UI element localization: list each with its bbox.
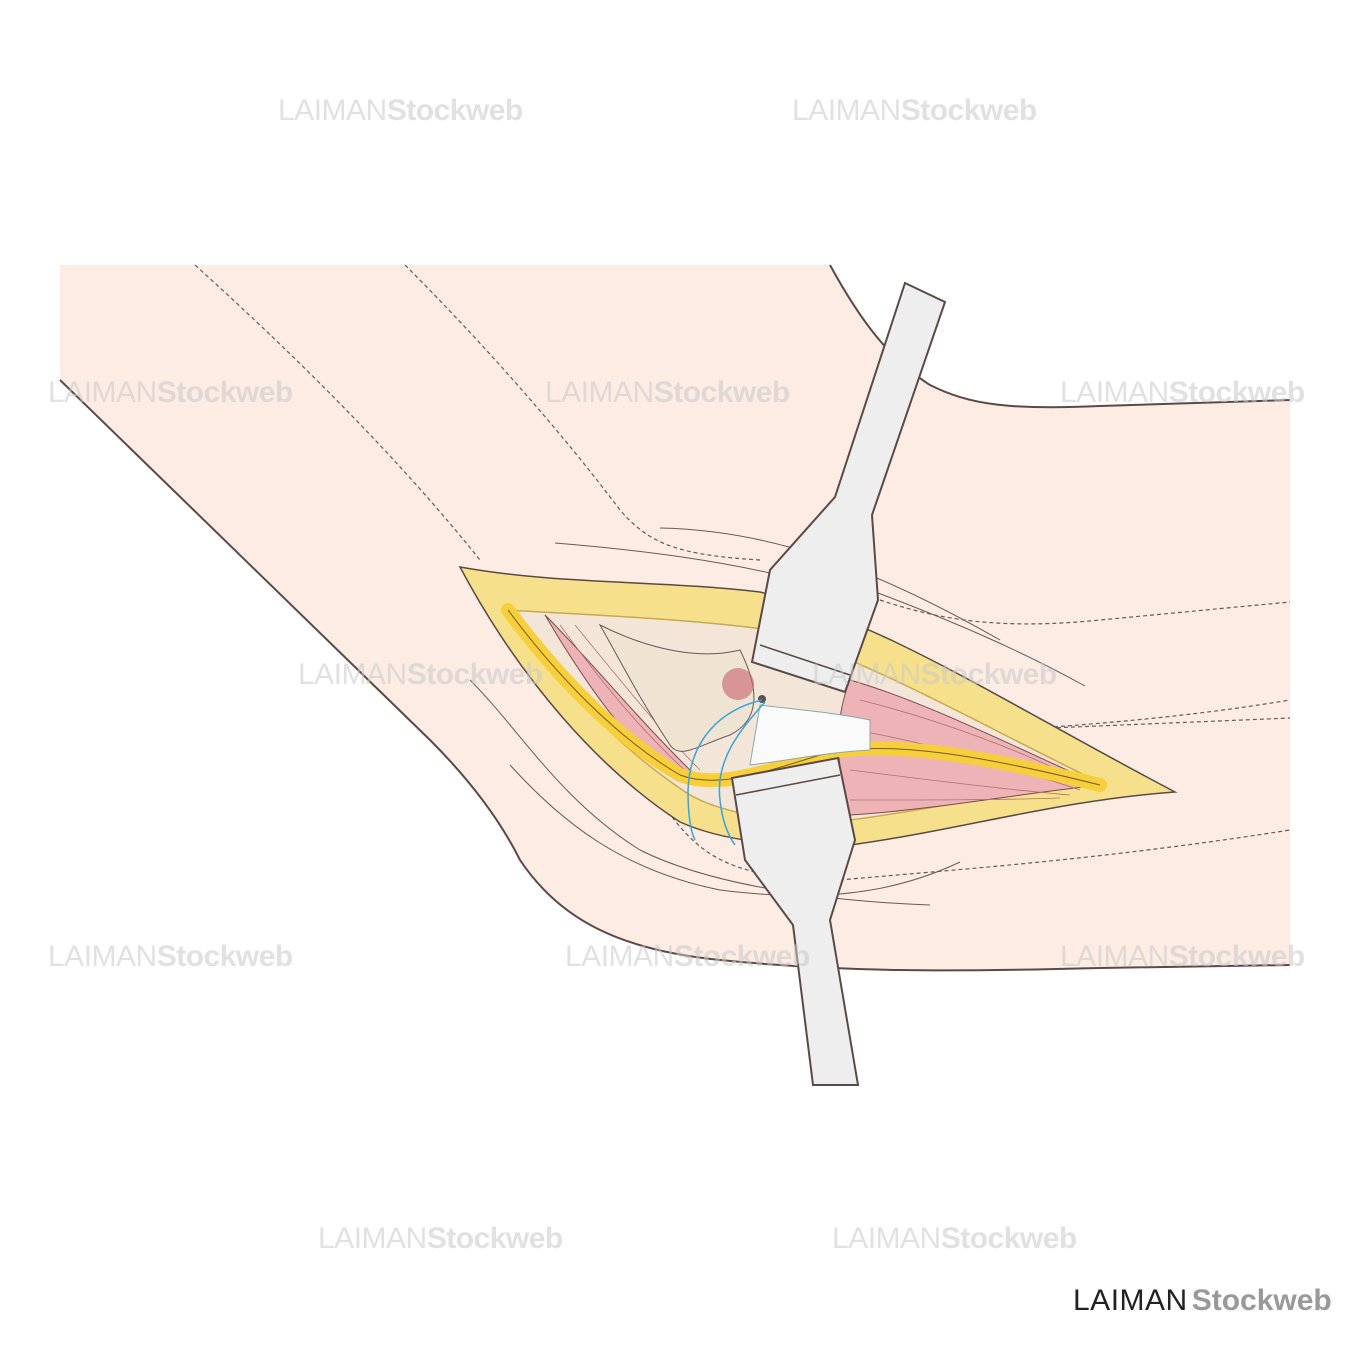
- watermark: LAIMANStockweb: [1060, 376, 1305, 409]
- watermark: LAIMANStockweb: [832, 1222, 1077, 1255]
- watermark: LAIMANStockweb: [812, 658, 1057, 691]
- logo-brand: LAIMAN: [1073, 1284, 1188, 1317]
- logo-suffix: Stockweb: [1191, 1284, 1332, 1317]
- watermark: LAIMANStockweb: [545, 376, 790, 409]
- joint-capsule: [598, 623, 755, 752]
- watermark: LAIMANStockweb: [298, 658, 543, 691]
- watermark: LAIMANStockweb: [565, 940, 810, 973]
- watermark: LAIMANStockweb: [278, 94, 523, 127]
- upper-retractor[interactable]: [750, 281, 947, 694]
- watermark: LAIMANStockweb: [318, 1222, 563, 1255]
- lower-retractor[interactable]: [730, 756, 860, 1086]
- retractor-edge: [735, 774, 841, 796]
- watermark: LAIMANStockweb: [48, 940, 293, 973]
- tendon: [749, 704, 871, 766]
- watermark: LAIMANStockweb: [48, 376, 293, 409]
- watermark: LAIMANStockweb: [1060, 940, 1305, 973]
- lesion: [722, 668, 754, 700]
- suture-knot: [758, 695, 766, 703]
- arm-outline-bottom: [59, 379, 1291, 972]
- retractor-edge: [759, 644, 851, 676]
- suture: [687, 699, 766, 846]
- watermark: LAIMANStockweb: [792, 94, 1037, 127]
- skin-fold-dashed-lines: [194, 264, 1291, 881]
- arm-outline-top: [829, 264, 1291, 409]
